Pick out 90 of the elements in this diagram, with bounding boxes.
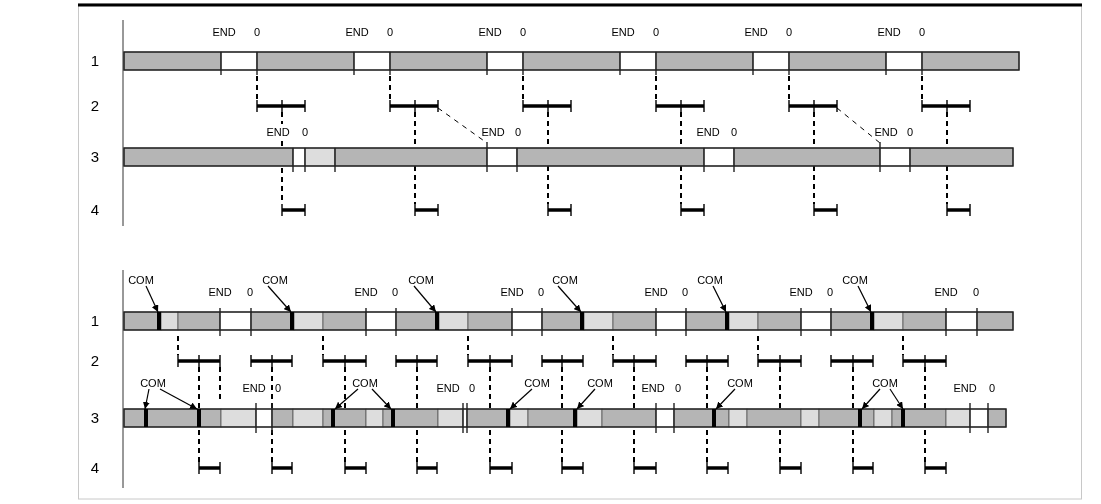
annotation-label: COM [842,274,868,286]
annotation-label: COM [727,377,753,389]
timing-label: END [744,26,768,38]
leader-arrow [712,285,727,313]
timing-label: END [641,382,665,394]
timing-label: 0 [386,26,394,38]
row-number: 4 [90,460,100,476]
marker-bar [712,409,716,427]
timing-label: END [953,382,977,394]
leader-arrow [889,388,904,410]
timing-label: 0 [468,382,476,394]
timing-label: 0 [918,26,926,38]
row-number: 1 [90,313,100,329]
marker-bar [290,312,294,330]
timing-label: END [934,286,958,298]
marker-bar [580,312,584,330]
leader-arrow [857,285,872,313]
marker-bar [157,312,161,330]
timing-label: 0 [391,286,399,298]
timing-label: 0 [972,286,980,298]
timing-label: END [877,26,901,38]
timing-label: END [644,286,668,298]
annotation-label: COM [262,274,288,286]
leader-arrow [509,388,533,410]
row-number: 3 [90,410,100,426]
annotation-label: COM [552,274,578,286]
timing-label: 0 [519,26,527,38]
timing-label: 0 [988,382,996,394]
marker-bar [573,409,577,427]
timing-label: END [208,286,232,298]
row-number: 1 [90,53,100,69]
timing-label: END [789,286,813,298]
marker-bar [331,409,335,427]
timing-label: END [436,382,460,394]
timing-label: 0 [674,382,682,394]
leader-arrow [159,388,198,410]
row-number: 3 [90,149,100,165]
marker-bar [870,312,874,330]
row-number: 2 [90,353,100,369]
timing-label: 0 [246,286,254,298]
timing-label: 0 [681,286,689,298]
annotation-label: COM [408,274,434,286]
leader-arrow [142,388,150,410]
marker-bar [725,312,729,330]
timing-label: 0 [826,286,834,298]
timing-label: 0 [730,126,738,138]
annotation-label: COM [524,377,550,389]
annotation-label: COM [352,377,378,389]
row-number: 4 [90,202,100,218]
timing-label: END [500,286,524,298]
marker-bar [435,312,439,330]
timing-label: 0 [274,382,282,394]
row-number: 2 [90,98,100,114]
timing-label: 0 [652,26,660,38]
timing-label: END [242,382,266,394]
leader-arrow [334,388,359,410]
annotation-label: COM [587,377,613,389]
leader-arrow [861,388,881,410]
marker-bar [144,409,148,427]
annotation-label: COM [872,377,898,389]
timing-label: END [611,26,635,38]
leader-arrow [145,285,159,313]
timing-label: END [354,286,378,298]
timing-label: END [212,26,236,38]
timing-label: END [874,126,898,138]
annotation-label: COM [697,274,723,286]
timing-label: END [478,26,502,38]
timing-label: 0 [906,126,914,138]
timing-label: 0 [537,286,545,298]
timing-label: END [345,26,369,38]
timing-label: END [481,126,505,138]
annotation-label: COM [140,377,166,389]
timing-label: END [696,126,720,138]
marker-bar [197,409,201,427]
marker-bar [901,409,905,427]
leader-arrow [267,285,292,313]
leader-arrow [413,285,437,313]
marker-bar [858,409,862,427]
leader-arrow [576,388,596,410]
timing-label: 0 [514,126,522,138]
marker-bar [391,409,395,427]
leader-arrow [715,388,736,410]
timing-label: 0 [301,126,309,138]
timing-label: 0 [785,26,793,38]
timing-label: 0 [253,26,261,38]
timing-label: END [266,126,290,138]
marker-bar [506,409,510,427]
leader-arrow [371,388,392,410]
annotation-label: COM [128,274,154,286]
leader-arrow [557,285,582,313]
